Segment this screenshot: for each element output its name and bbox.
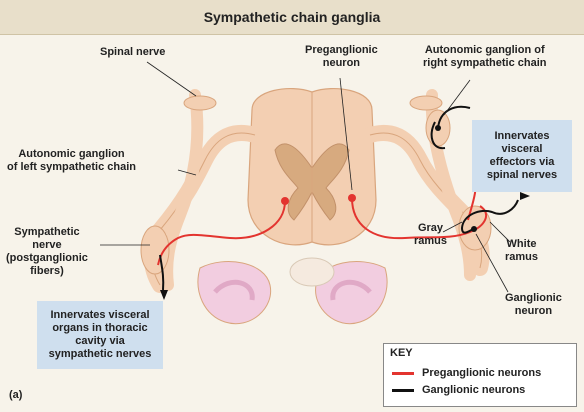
title-bar: Sympathetic chain ganglia xyxy=(0,0,584,35)
legend-label-preganglionic: Preganglionic neurons xyxy=(422,367,541,379)
legend-item-preganglionic: Preganglionic neurons xyxy=(392,367,541,379)
central-canal-disc xyxy=(290,258,334,286)
box-visceral-effectors: Innervates visceral effectors via spinal… xyxy=(472,120,572,192)
arrow-to-effectors xyxy=(520,192,530,200)
label-sympathetic-nerve: Sympathetic nerve (postganglionic fibers… xyxy=(6,226,88,278)
label-gray-ramus: Gray ramus xyxy=(414,222,447,248)
label-ganglionic-neuron: Ganglionic neuron xyxy=(505,292,562,318)
legend-swatch-red xyxy=(392,372,414,375)
label-white-ramus: White ramus xyxy=(505,238,538,264)
legend-item-ganglionic: Ganglionic neurons xyxy=(392,384,525,396)
label-preganglionic-neuron: Preganglionic neuron xyxy=(305,44,378,70)
label-autonomic-ganglion-left: Autonomic ganglion of left sympathetic c… xyxy=(7,148,136,174)
legend: KEY Preganglionic neurons Ganglionic neu… xyxy=(383,343,577,407)
left-organ-shape xyxy=(198,262,271,324)
figure-title: Sympathetic chain ganglia xyxy=(204,9,381,25)
box-thoracic-organs: Innervates visceral organs in thoracic c… xyxy=(37,301,163,369)
legend-swatch-black xyxy=(392,389,414,392)
right-spinal-nerve-cut xyxy=(410,96,442,110)
legend-title: KEY xyxy=(390,347,413,359)
left-spinal-nerve-cut xyxy=(184,96,216,110)
label-autonomic-ganglion-right: Autonomic ganglion of right sympathetic … xyxy=(423,44,546,70)
legend-label-ganglionic: Ganglionic neurons xyxy=(422,384,525,396)
label-spinal-nerve: Spinal nerve xyxy=(100,46,165,59)
arrow-to-thoracic xyxy=(160,290,168,300)
panel-letter: (a) xyxy=(9,389,22,401)
